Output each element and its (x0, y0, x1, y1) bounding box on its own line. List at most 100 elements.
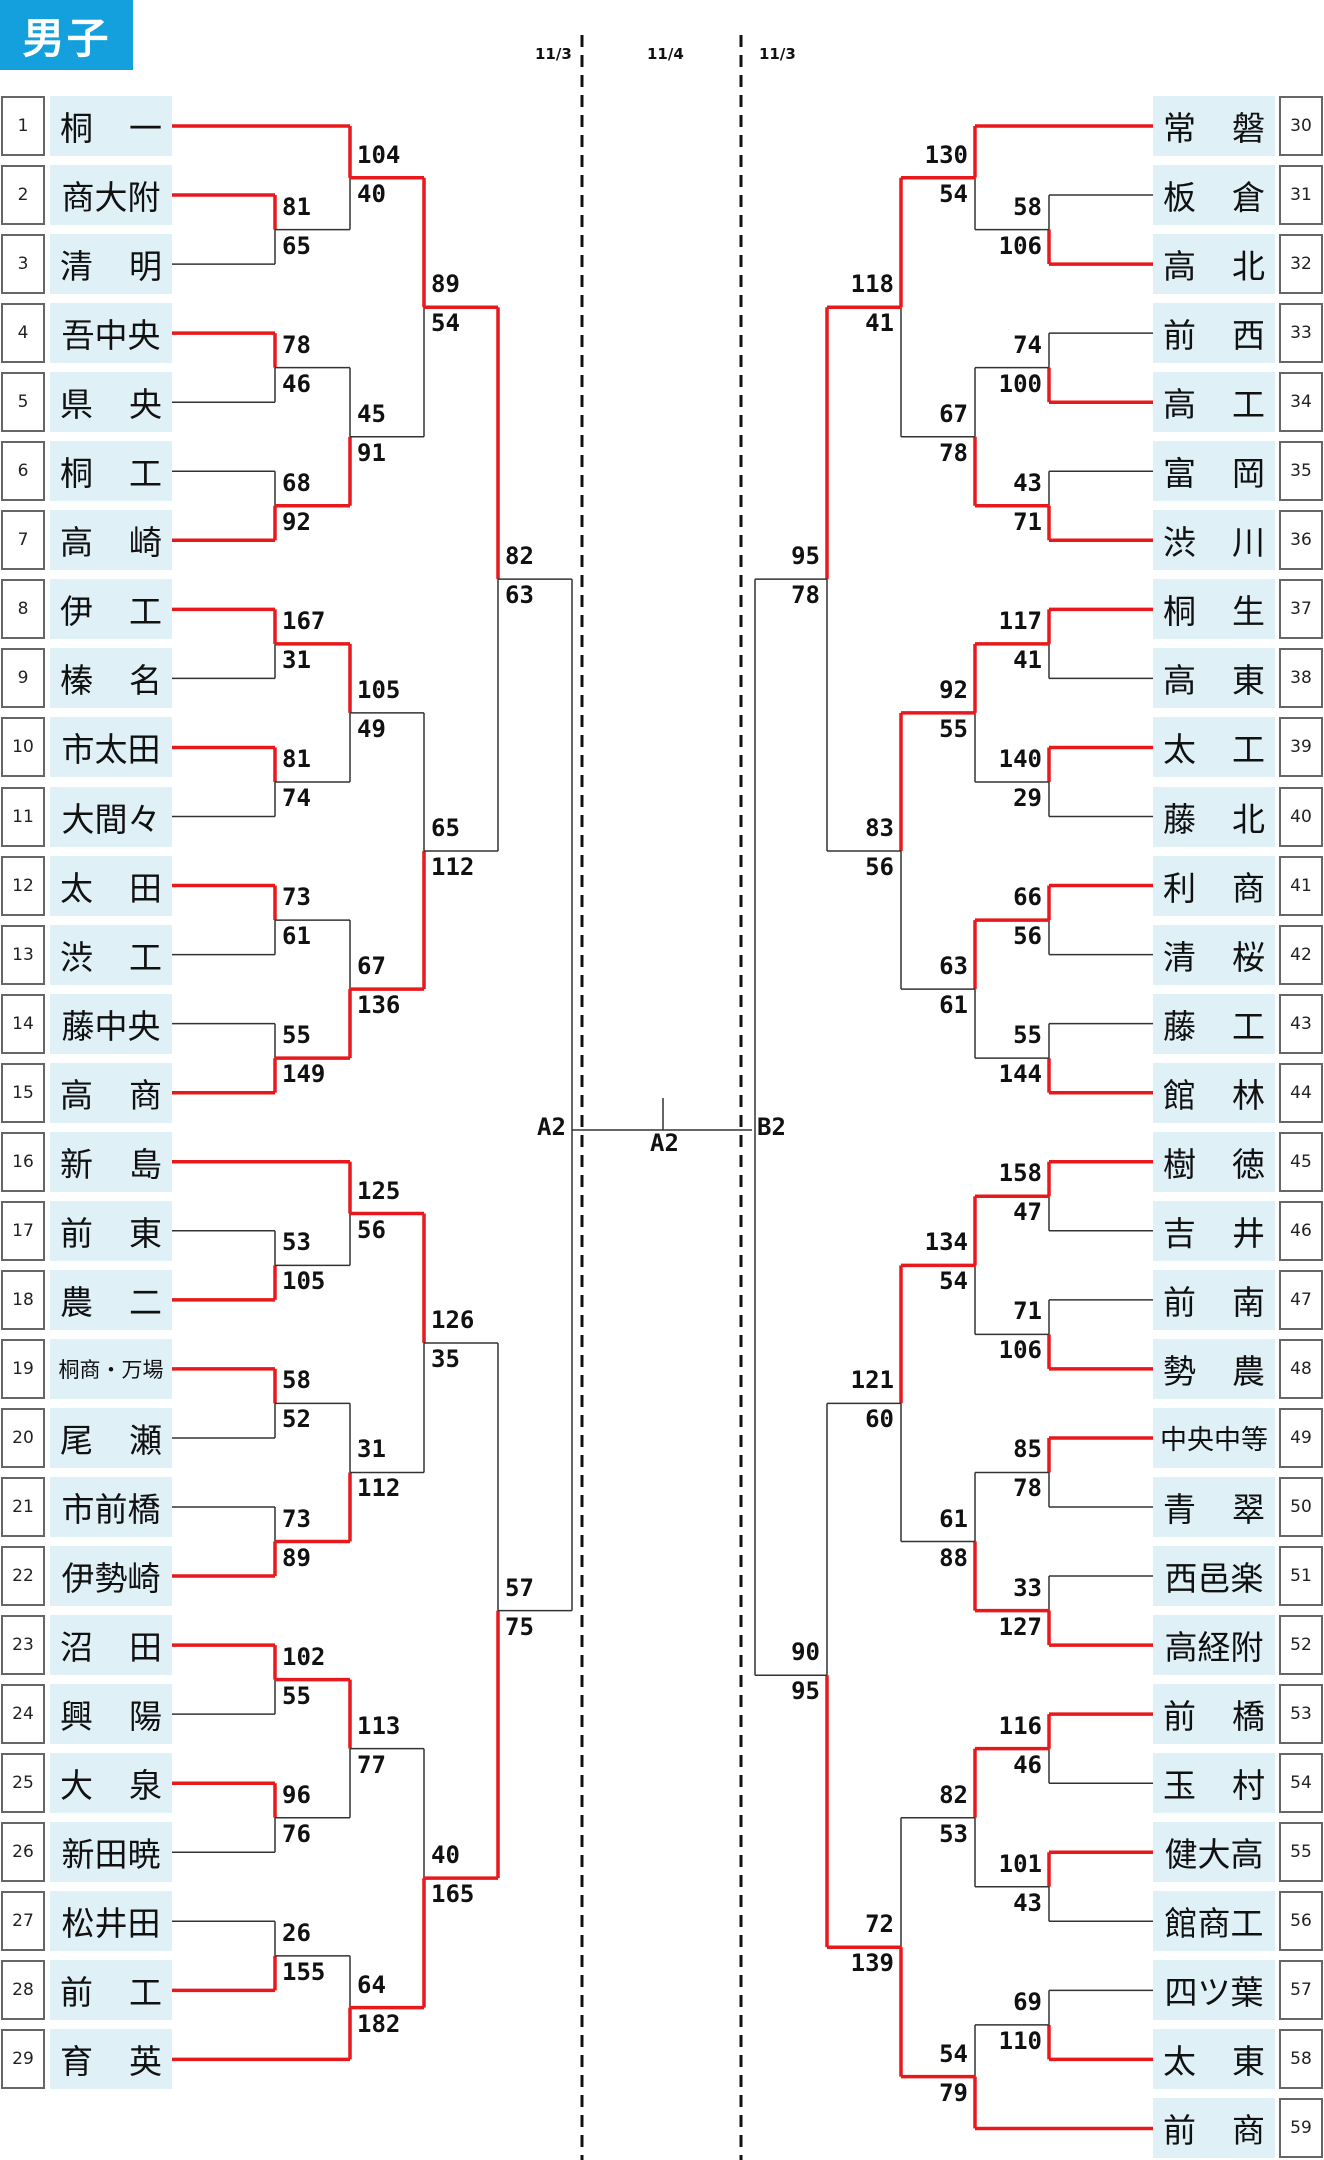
score-top: 73 (282, 1504, 311, 1533)
seed-number: 58 (1279, 2029, 1323, 2090)
seed-number: 45 (1279, 1131, 1323, 1192)
team-name[interactable]: 育英 (50, 2029, 172, 2090)
score-top: 26 (282, 1918, 311, 1947)
score-bottom: 40 (357, 179, 386, 208)
score-top: 92 (939, 675, 968, 704)
team-name[interactable]: 利商 (1153, 855, 1275, 916)
team-name[interactable]: 高商 (50, 1062, 172, 1123)
team-name[interactable]: 健大高 (1153, 1822, 1275, 1883)
seed-number: 15 (1, 1062, 45, 1123)
team-name[interactable]: 前東 (50, 1200, 172, 1261)
team-name[interactable]: 前橋 (1153, 1684, 1275, 1745)
team-name[interactable]: 太東 (1153, 2029, 1275, 2090)
team-name[interactable]: 太田 (50, 855, 172, 916)
team-name[interactable]: 青翠 (1153, 1477, 1275, 1537)
team-name[interactable]: 館商工 (1153, 1891, 1275, 1952)
team-name[interactable]: 県央 (50, 372, 172, 433)
final-center-label: A2 (650, 1129, 679, 1157)
team-name[interactable]: 藤工 (1153, 993, 1275, 1054)
team-name[interactable]: 大泉 (50, 1753, 172, 1814)
team-name[interactable]: 桐商・万場 (50, 1338, 172, 1399)
score-bottom: 46 (1013, 1750, 1042, 1779)
team-name[interactable]: 四ツ葉 (1153, 1960, 1275, 2021)
team-name[interactable]: 高東 (1153, 648, 1275, 709)
team-name[interactable]: 吉井 (1153, 1200, 1275, 1261)
score-top: 31 (357, 1435, 386, 1464)
team-name[interactable]: 市太田 (50, 717, 172, 778)
team-name[interactable]: 桐一 (50, 96, 172, 156)
score-top: 55 (282, 1021, 311, 1050)
team-name[interactable]: 興陽 (50, 1684, 172, 1745)
seed-number: 55 (1279, 1822, 1323, 1883)
seed-number: 20 (1, 1407, 45, 1468)
team-name[interactable]: 常磐 (1153, 96, 1275, 156)
seed-number: 43 (1279, 993, 1323, 1054)
team-name[interactable]: 高北 (1153, 234, 1275, 295)
score-top: 125 (357, 1176, 401, 1205)
score-bottom: 78 (1013, 1474, 1042, 1503)
team-name[interactable]: 松井田 (50, 1891, 172, 1952)
team-name[interactable]: 沼田 (50, 1615, 172, 1676)
team-name[interactable]: 玉村 (1153, 1753, 1275, 1814)
team-name[interactable]: 前工 (50, 1960, 172, 2021)
seed-number: 59 (1279, 2098, 1323, 2159)
team-name[interactable]: 藤中央 (50, 993, 172, 1054)
team-name[interactable]: 伊工 (50, 579, 172, 640)
score-top: 118 (850, 270, 894, 299)
team-name[interactable]: 勢農 (1153, 1338, 1275, 1399)
score-top: 40 (431, 1841, 460, 1870)
score-bottom: 56 (1013, 922, 1042, 951)
team-name[interactable]: 藤北 (1153, 786, 1275, 847)
score-top: 105 (357, 675, 401, 704)
seed-number: 21 (1, 1477, 45, 1537)
team-name[interactable]: 中央中等 (1153, 1407, 1275, 1468)
team-name[interactable]: 太工 (1153, 717, 1275, 778)
team-name[interactable]: 清桜 (1153, 924, 1275, 985)
team-name[interactable]: 前西 (1153, 303, 1275, 364)
score-bottom: 100 (998, 369, 1042, 398)
team-name[interactable]: 高経附 (1153, 1615, 1275, 1676)
team-name[interactable]: 渋川 (1153, 510, 1275, 571)
team-name[interactable]: 渋工 (50, 924, 172, 985)
score-bottom: 56 (865, 853, 894, 882)
team-name[interactable]: 前南 (1153, 1269, 1275, 1330)
team-name[interactable]: 桐工 (50, 441, 172, 502)
team-name[interactable]: 前商 (1153, 2098, 1275, 2159)
score-bottom: 60 (865, 1405, 894, 1434)
team-name[interactable]: 伊勢崎 (50, 1546, 172, 1607)
seed-number: 6 (1, 441, 45, 502)
team-name[interactable]: 市前橋 (50, 1477, 172, 1537)
team-name[interactable]: 大間々 (50, 786, 172, 847)
score-bottom: 63 (505, 581, 534, 610)
team-name[interactable]: 富岡 (1153, 441, 1275, 502)
team-name[interactable]: 商大附 (50, 165, 172, 226)
team-name[interactable]: 西邑楽 (1153, 1546, 1275, 1607)
team-name[interactable]: 高工 (1153, 372, 1275, 433)
team-name[interactable]: 樹徳 (1153, 1131, 1275, 1192)
team-name[interactable]: 館林 (1153, 1062, 1275, 1123)
team-name[interactable]: 尾瀬 (50, 1407, 172, 1468)
team-name[interactable]: 吾中央 (50, 303, 172, 364)
team-name[interactable]: 清明 (50, 234, 172, 295)
team-name[interactable]: 高崎 (50, 510, 172, 571)
seed-number: 37 (1279, 579, 1323, 640)
score-bottom: 65 (282, 231, 311, 260)
score-bottom: 165 (431, 1880, 475, 1909)
team-name[interactable]: 榛名 (50, 648, 172, 709)
team-name[interactable]: 新田暁 (50, 1822, 172, 1883)
seed-number: 10 (1, 717, 45, 778)
team-name[interactable]: 農二 (50, 1269, 172, 1330)
score-bottom: 71 (1013, 507, 1042, 536)
team-name[interactable]: 新島 (50, 1131, 172, 1192)
score-top: 72 (865, 1910, 894, 1939)
final-right-label: B2 (757, 1113, 786, 1141)
score-bottom: 139 (850, 1949, 894, 1978)
score-bottom: 78 (791, 581, 820, 610)
team-name[interactable]: 桐生 (1153, 579, 1275, 640)
seed-number: 52 (1279, 1615, 1323, 1676)
page-title: 男子 (0, 0, 133, 70)
team-name[interactable]: 板倉 (1153, 165, 1275, 226)
seed-number: 13 (1, 924, 45, 985)
score-bottom: 47 (1013, 1198, 1042, 1227)
seed-number: 41 (1279, 855, 1323, 916)
